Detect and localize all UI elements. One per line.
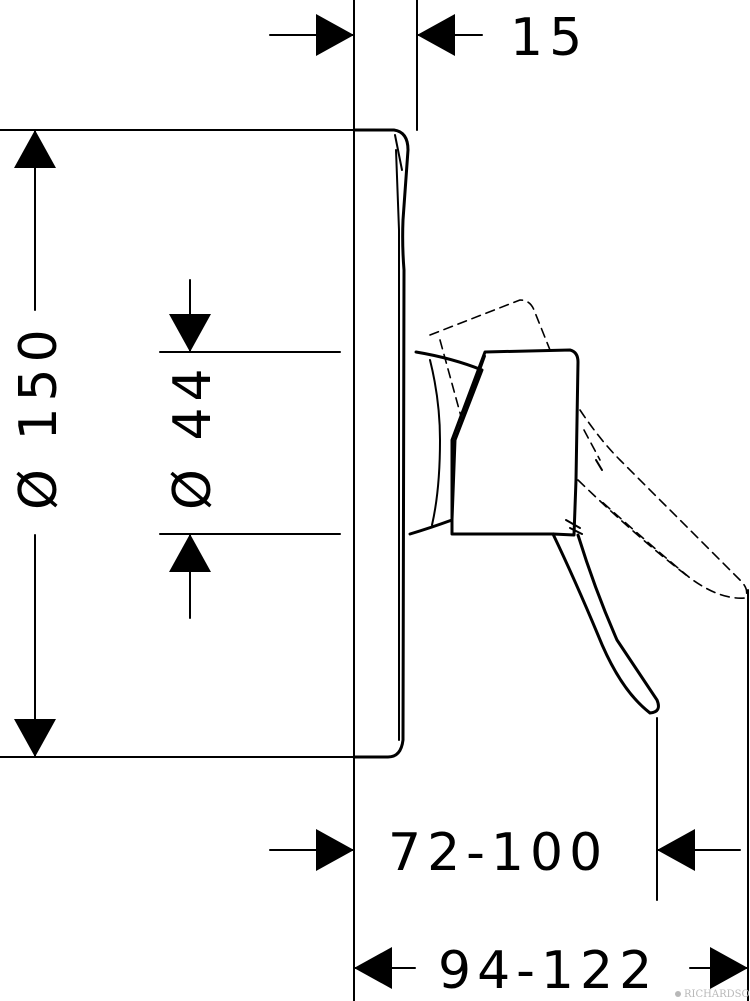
dim-150-top-arrow [14, 130, 56, 168]
valve-sleeve [408, 350, 484, 536]
lever-joint-mark-1 [565, 519, 581, 529]
lever-handle [450, 348, 660, 715]
watermark-text: RICHARDSON [684, 989, 750, 1000]
lever-arm-outline [551, 532, 660, 715]
rosette-bevel-top [394, 134, 403, 171]
dim-150-bottom-arrow [14, 719, 56, 757]
lever-bevel-line [454, 355, 486, 441]
lever-body-outline [450, 348, 580, 537]
sleeve-outline [408, 350, 484, 536]
rosette-inner-edge [395, 149, 400, 741]
dimension-15: 15 [269, 8, 588, 68]
rosette-outline [352, 128, 410, 759]
dim-44-bottom-arrow [169, 534, 211, 572]
raised-lever-arm-outline [579, 409, 748, 599]
dim-44-top-arrow [169, 314, 211, 352]
dimension-diameter-44: Ø 44 [163, 279, 223, 619]
rosette-plate [352, 128, 410, 759]
dimension-72-100: 72-100 [269, 823, 741, 883]
dim-15-label: 15 [510, 8, 588, 68]
dim-15-right-arrow [417, 14, 455, 56]
lever-joint-mark-3 [595, 459, 603, 471]
lever-joint-mark-2 [569, 527, 583, 535]
raised-lever-side [439, 339, 463, 421]
dim-150-label: Ø 150 [9, 323, 69, 510]
dim-94-left-arrow [354, 947, 392, 989]
dim-15-left-arrow [316, 14, 354, 56]
watermark-logo-icon [675, 991, 681, 997]
dim-44-label: Ø 44 [163, 362, 223, 510]
dim-94-122-label: 94-122 [438, 941, 658, 1001]
lever-raised-position [429, 299, 748, 599]
raised-lever-arm-inner [577, 479, 691, 579]
dimension-diameter-150: Ø 150 [9, 129, 69, 758]
dim-72-right-arrow [657, 829, 695, 871]
watermark: RICHARDSON [675, 989, 750, 1000]
dim-72-left-arrow [316, 829, 354, 871]
dim-94-right-arrow [710, 947, 748, 989]
sleeve-contour [429, 359, 441, 526]
raised-lever-top-outline [429, 299, 551, 351]
raised-lever-joint [583, 429, 601, 461]
dimension-94-122: 94-122 [353, 941, 749, 1001]
dim-72-100-label: 72-100 [388, 823, 608, 883]
